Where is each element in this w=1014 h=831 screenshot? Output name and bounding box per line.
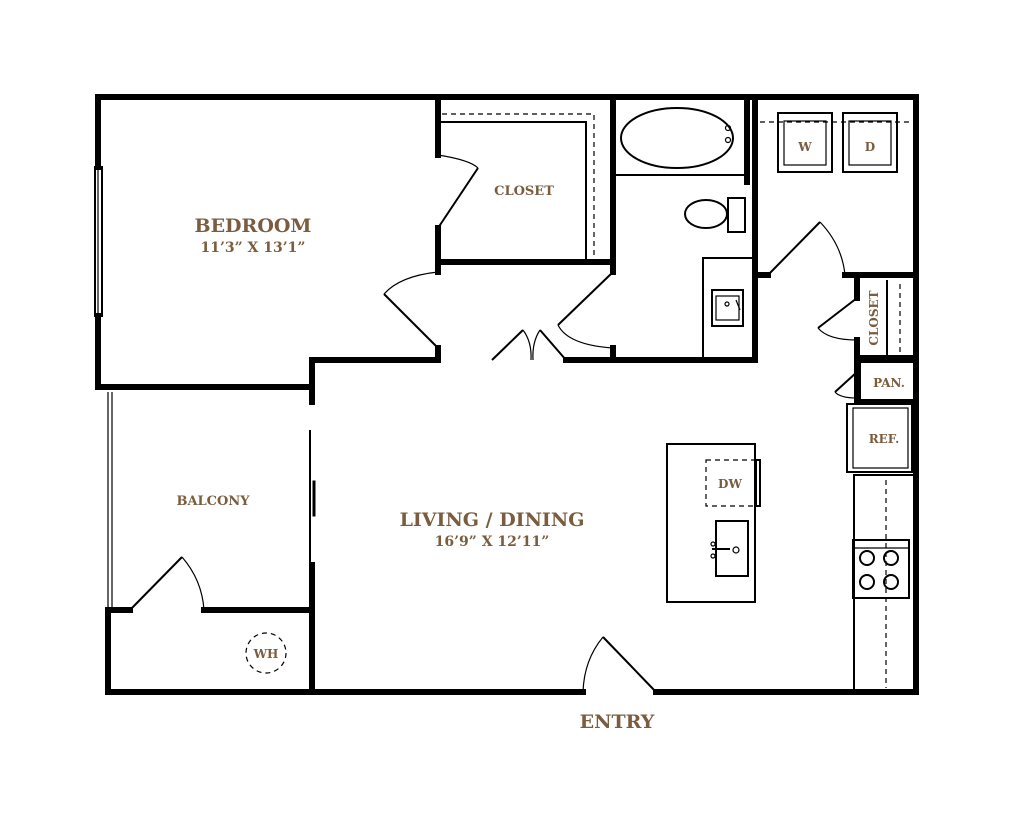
hall-closet-label: CLOSET bbox=[867, 290, 881, 345]
balcony-label: BALCONY bbox=[176, 494, 250, 509]
water-heater-label: WH bbox=[253, 647, 279, 661]
door-swings bbox=[129, 154, 858, 693]
bedroom-name: BEDROOM bbox=[195, 215, 312, 237]
living-size: 16’9” X 12’11” bbox=[435, 534, 550, 550]
pantry-label: PAN. bbox=[873, 376, 905, 390]
dryer-label: D bbox=[865, 140, 875, 154]
entry-label: ENTRY bbox=[580, 711, 655, 733]
dishwasher-label: DW bbox=[718, 477, 742, 491]
living-name: LIVING / DINING bbox=[400, 509, 585, 531]
plan-details bbox=[94, 107, 915, 693]
bedroom-closet-label: CLOSET bbox=[494, 184, 554, 199]
refrigerator-label: REF. bbox=[869, 432, 900, 446]
washer-label: W bbox=[797, 140, 812, 154]
walls bbox=[95, 94, 919, 695]
bedroom-size: 11’3” X 13’1” bbox=[201, 240, 306, 256]
room-labels: BEDROOM 11’3” X 13’1” LIVING / DINING 16… bbox=[176, 140, 904, 733]
